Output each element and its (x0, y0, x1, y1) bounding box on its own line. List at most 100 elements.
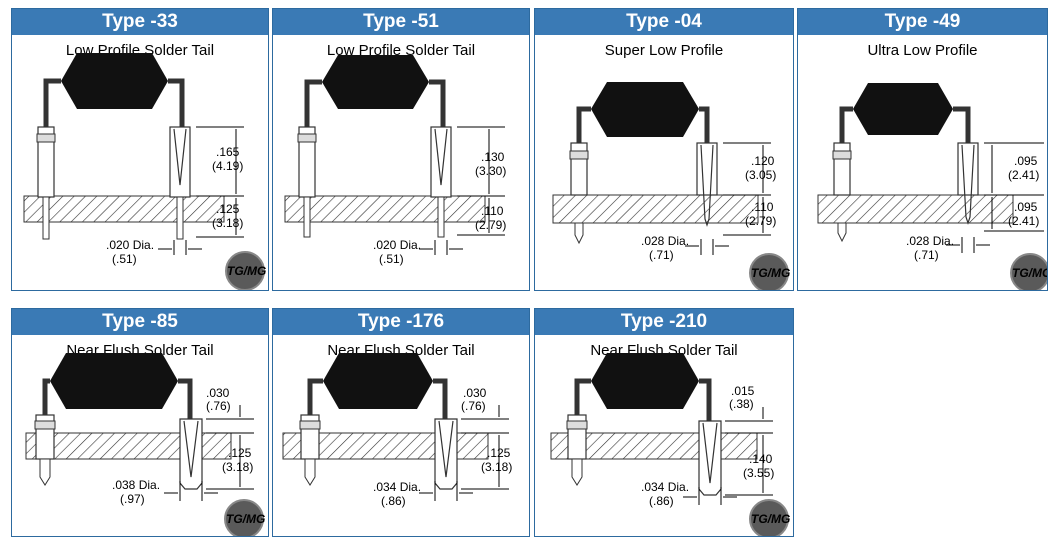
left-pin-tip (571, 458, 583, 486)
type-04-panel: Type -04 Super Low Profile .120 (3.05) .… (534, 8, 794, 291)
dia-metric: (.51) (112, 252, 137, 266)
dim-1-metric: (4.19) (212, 159, 243, 173)
type-176-panel: Type -176 Near Flush Solder Tail .030 (.… (272, 308, 530, 537)
right-lead (168, 78, 185, 129)
tg-mg-badge: TG/MG (224, 499, 265, 536)
dim-1-metric: (3.30) (475, 164, 506, 178)
right-socket (430, 126, 452, 198)
dia-value: .038 Dia. (112, 478, 160, 492)
left-lead (576, 106, 591, 145)
dim-2-metric: (2.79) (475, 218, 506, 232)
left-solder-tail (42, 196, 50, 240)
dia-value: .020 Dia. (373, 238, 421, 252)
left-pin-band (566, 420, 588, 430)
right-socket (434, 418, 458, 490)
left-pin-band (569, 150, 589, 160)
dim-1-metric: (.38) (729, 397, 754, 411)
right-lead (953, 106, 971, 145)
right-lead (699, 378, 712, 421)
type-210-panel: Type -210 Near Flush Solder Tail .015 (.… (534, 308, 794, 537)
pcb-board (817, 194, 1014, 224)
socket-contact (961, 144, 975, 225)
dia-metric: (.86) (381, 494, 406, 508)
pcb-board (552, 194, 759, 224)
panel-title: Type -04 (535, 9, 793, 35)
right-socket (698, 420, 722, 496)
component-body (591, 353, 699, 409)
dim-2-metric: (3.18) (212, 216, 243, 230)
dim-1-metric: (.76) (206, 399, 231, 413)
dia-value: .034 Dia. (641, 480, 689, 494)
dim-1-value: .120 (751, 154, 775, 168)
left-lead (839, 106, 853, 145)
badge-label: TG/MG (751, 512, 790, 526)
dimension-lines (164, 405, 254, 501)
type-49-panel: Type -49 Ultra Low Profile .095 (2.41) .… (797, 8, 1048, 291)
dim-1-value: .165 (216, 145, 240, 159)
dim-2-value: .140 (749, 452, 773, 466)
panel-title: Type -210 (535, 309, 793, 335)
socket-diagram: .015 (.38) .140 (3.55) .034 Dia. (.86) T… (550, 353, 790, 536)
left-lead (307, 378, 323, 417)
pcb-board (284, 195, 486, 223)
dim-1-value: .095 (1014, 154, 1038, 168)
dim-2-value: .110 (751, 200, 774, 214)
dimension-lines (685, 142, 771, 255)
dim-1-value: .030 (463, 386, 487, 400)
component-body (61, 53, 168, 109)
pcb-board (23, 195, 225, 223)
panel-subtitle: Low Profile Solder Tail (326, 42, 476, 59)
dia-metric: (.71) (914, 248, 939, 262)
right-solder-tail (437, 196, 445, 238)
component-body (591, 82, 699, 137)
left-lead (574, 378, 591, 417)
dim-2-metric: (3.18) (481, 460, 512, 474)
dia-metric: (.71) (649, 248, 674, 262)
right-lead (433, 378, 448, 421)
panel-subtitle: Super Low Profile (604, 42, 724, 59)
dim-1-value: .030 (206, 386, 230, 400)
left-pin-tip (837, 222, 847, 243)
socket-contact (183, 420, 199, 478)
dim-2-metric: (2.79) (745, 214, 776, 228)
dim-2-value: .110 (481, 204, 504, 218)
right-lead (178, 378, 193, 421)
left-pin-band (34, 420, 56, 430)
dia-value: .020 Dia. (106, 238, 154, 252)
tg-mg-badge: TG/MG (749, 253, 790, 290)
component-body (323, 353, 433, 409)
dim-1-metric: (3.05) (745, 168, 776, 182)
dimension-lines (419, 405, 509, 501)
dim-2-value: .095 (1014, 200, 1038, 214)
socket-diagram: .120 (3.05) .110 (2.79) .028 Dia. (.71) … (552, 82, 790, 290)
left-solder-tail (303, 196, 311, 238)
panel-title: Type -51 (273, 9, 529, 35)
dimension-lines (683, 407, 773, 505)
left-lead (42, 378, 50, 417)
panel-title: Type -33 (12, 9, 268, 35)
right-solder-tail (176, 196, 184, 240)
badge-label: TG/MG (1012, 266, 1048, 280)
dia-value: .028 Dia. (641, 234, 689, 248)
dia-metric: (.86) (649, 494, 674, 508)
dim-2-metric: (3.18) (222, 460, 253, 474)
dia-value: .028 Dia. (906, 234, 954, 248)
left-pin-tip (574, 222, 584, 245)
dim-1-value: .015 (731, 384, 755, 398)
dim-1-metric: (2.41) (1008, 168, 1039, 182)
panel-title: Type -85 (12, 309, 268, 335)
component-body (322, 55, 429, 109)
type-85-panel: Type -85 Near Flush Solder Tail .030 (.7… (11, 308, 269, 537)
right-lead (429, 79, 446, 129)
socket-diagram: .130 (3.30) .110 (2.79) .020 Dia. (.51) (284, 55, 506, 266)
right-socket (179, 418, 203, 490)
left-pin-tip (304, 458, 316, 486)
dim-2-value: .125 (228, 446, 252, 460)
tg-mg-badge: TG/MG (749, 499, 790, 536)
component-body (853, 83, 953, 135)
dia-metric: (.51) (379, 252, 404, 266)
socket-diagram: .095 (2.41) .095 (2.41) .028 Dia. (.71) … (817, 83, 1048, 290)
socket-contact (434, 128, 448, 186)
dim-1-metric: (.76) (461, 399, 486, 413)
panel-title: Type -176 (273, 309, 529, 335)
